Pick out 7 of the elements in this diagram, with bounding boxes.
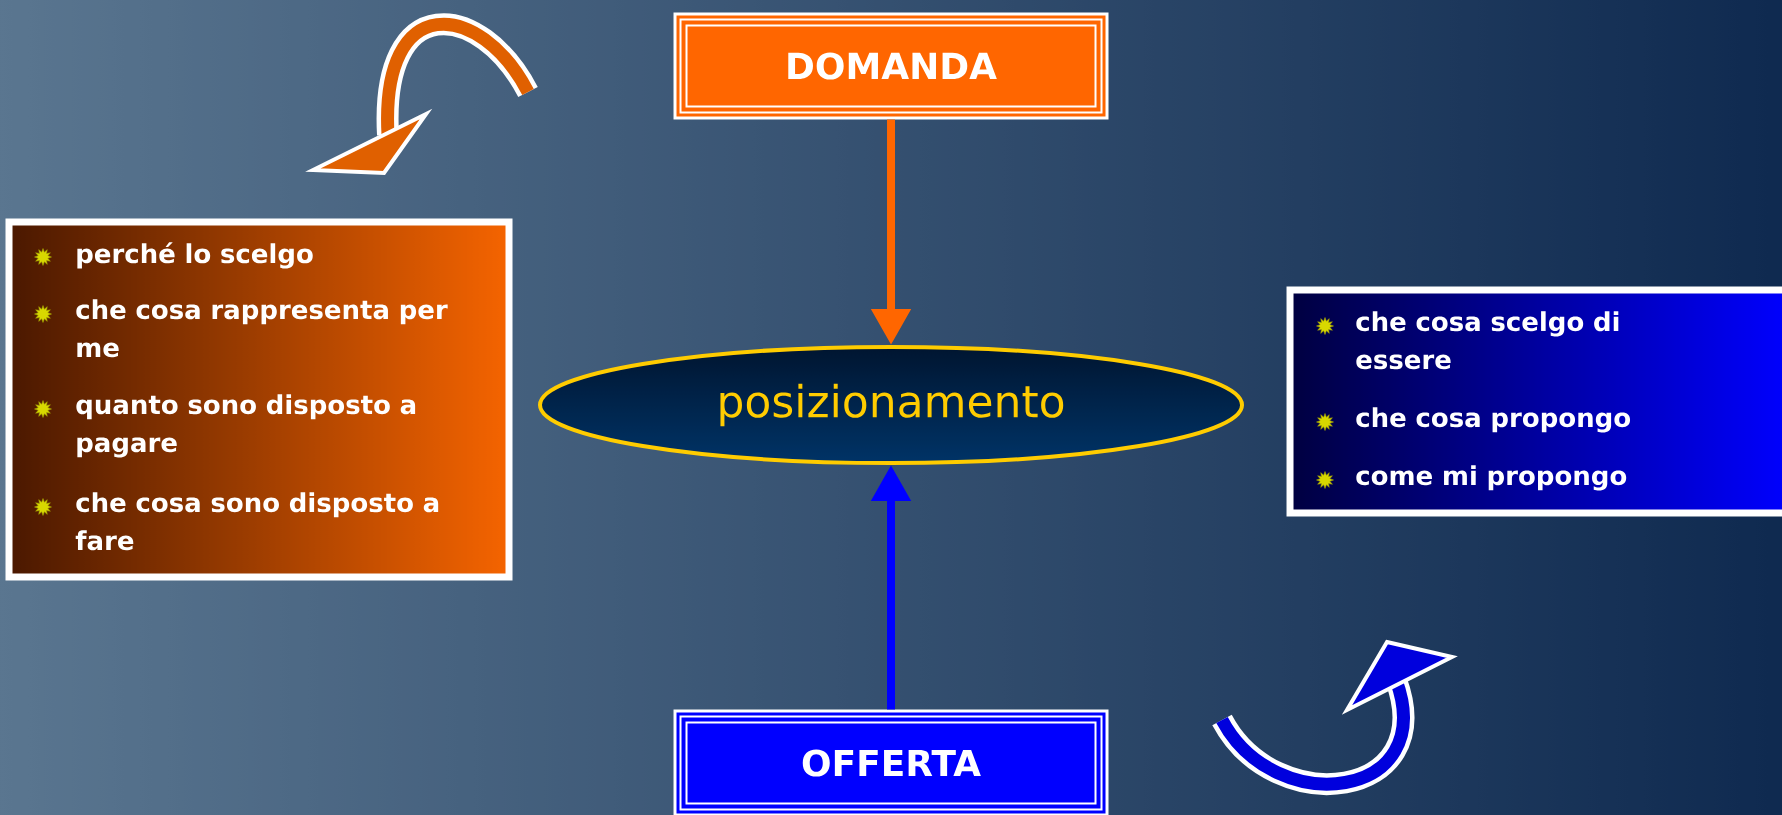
bullet-item: come mi propongo — [1356, 465, 1627, 491]
bullet-item: quanto sono disposto a pagare — [76, 394, 416, 458]
bullet-item: che cosa sono disposto a fare — [75, 492, 439, 551]
title-box: OFFERTA — [673, 709, 1109, 815]
title-box: DOMANDA — [673, 12, 1109, 120]
bullet-item: perché lo scelgo — [77, 242, 313, 269]
bullet-item: che cosa propongo — [1356, 407, 1631, 433]
